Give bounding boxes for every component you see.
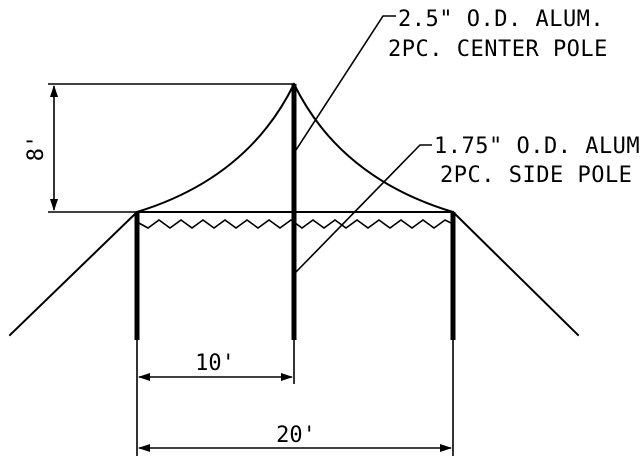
full-width-dimension-label: 20' [276,423,316,448]
roof-left-curve [135,82,296,214]
right-guy-line [451,210,580,337]
roof-right-curve [292,82,455,214]
center-pole-leader [295,15,396,151]
center-pole-callout-line2: 2PC. CENTER POLE [388,37,608,62]
side-pole-callout-line1: 1.75" O.D. ALUM. [434,134,640,159]
height-dimension-label: 8' [24,135,49,162]
left-guy-line [8,210,139,337]
side-pole-leader [295,144,432,273]
side-pole-callout-line2: 2PC. SIDE POLE [440,163,632,188]
center-pole-callout-line1: 2.5" O.D. ALUM. [398,7,604,32]
half-width-dimension-label: 10' [195,351,235,376]
